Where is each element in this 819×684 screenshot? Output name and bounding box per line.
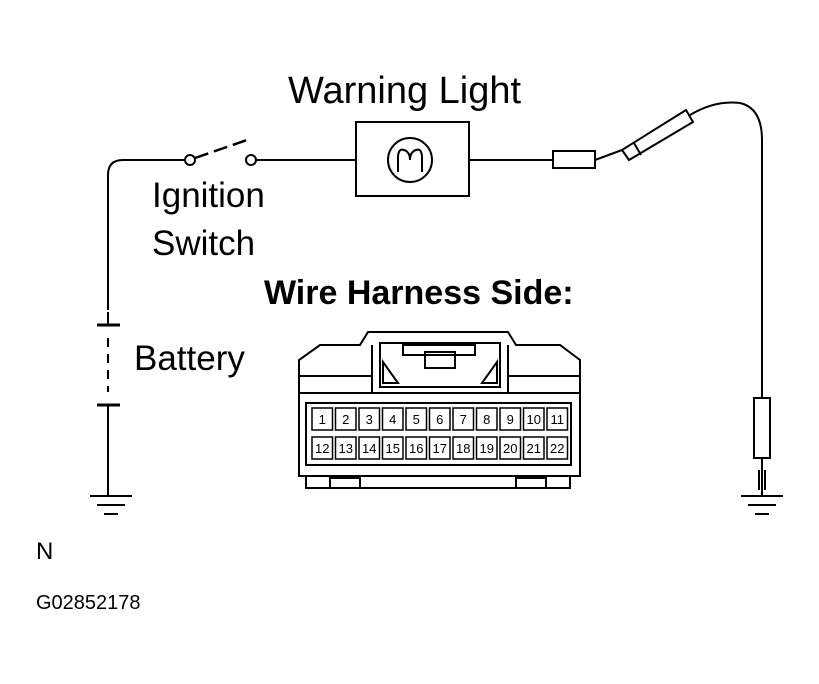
left-wire	[107, 159, 185, 310]
ignition-switch-label-line1: Ignition	[152, 176, 265, 215]
figure-code: G02852178	[36, 592, 141, 614]
pin-cell	[499, 407, 522, 431]
pin-cell	[522, 407, 545, 431]
harness-connector	[298, 331, 581, 489]
pin-number: 6	[436, 412, 443, 427]
connector-row-top: 1 2 3 4 5 6 7 8 9 10 11	[311, 407, 569, 431]
pin-number: 15	[386, 441, 400, 456]
pin-cell	[452, 436, 475, 460]
pin-number: 21	[527, 441, 541, 456]
ignition-switch-symbol	[184, 138, 356, 166]
probe-connector	[552, 150, 596, 169]
pin-cell	[381, 407, 404, 431]
pin-number: 13	[339, 441, 353, 456]
pin-number: 5	[413, 412, 420, 427]
pin-number: 4	[389, 412, 396, 427]
pin-number: 19	[480, 441, 494, 456]
battery-label: Battery	[134, 339, 245, 378]
pin-cell	[475, 407, 498, 431]
right-ground-symbol	[741, 495, 783, 515]
pin-cell	[405, 407, 428, 431]
pin-number: 22	[550, 441, 564, 456]
pin-cell	[428, 436, 451, 460]
pin-cell	[428, 407, 451, 431]
wire-harness-title: Wire Harness Side:	[264, 274, 574, 312]
pin-cell	[311, 407, 334, 431]
pin-cell	[311, 436, 334, 460]
pin-number: 1	[319, 412, 326, 427]
battery-symbol	[97, 312, 120, 495]
pin-cell	[546, 407, 569, 431]
pin-cell	[499, 436, 522, 460]
pin-number: 7	[460, 412, 467, 427]
pin-number: 12	[315, 441, 329, 456]
pin-number: 18	[456, 441, 470, 456]
warning-light-symbol	[355, 121, 470, 197]
pin-number: 16	[409, 441, 423, 456]
pin-cell	[358, 436, 381, 460]
pin-number: 17	[433, 441, 447, 456]
ignition-switch-label-line2: Switch	[152, 224, 256, 263]
north-label: N	[36, 538, 54, 565]
right-probe-lead	[753, 397, 771, 496]
pin-cell	[334, 436, 357, 460]
pin-cell	[522, 436, 545, 460]
pin-cell	[452, 407, 475, 431]
pin-number: 11	[551, 412, 565, 427]
connector-row-bottom: 12 13 14 15 16 17 18 19 20 21 22	[311, 436, 569, 460]
pin-number: 10	[527, 412, 541, 427]
pin-cell	[475, 436, 498, 460]
test-probe	[620, 101, 763, 398]
pin-cell	[358, 407, 381, 431]
pin-number: 20	[503, 441, 517, 456]
pin-cell	[546, 436, 569, 460]
pin-number: 14	[362, 441, 376, 456]
pin-number: 8	[483, 412, 490, 427]
pin-number: 3	[366, 412, 373, 427]
pin-cell	[381, 436, 404, 460]
left-ground-symbol	[90, 495, 132, 515]
pin-number: 2	[342, 412, 349, 427]
pin-cell	[334, 407, 357, 431]
pin-number: 9	[507, 412, 514, 427]
pin-cell	[405, 436, 428, 460]
warning-light-label: Warning Light	[288, 70, 522, 112]
